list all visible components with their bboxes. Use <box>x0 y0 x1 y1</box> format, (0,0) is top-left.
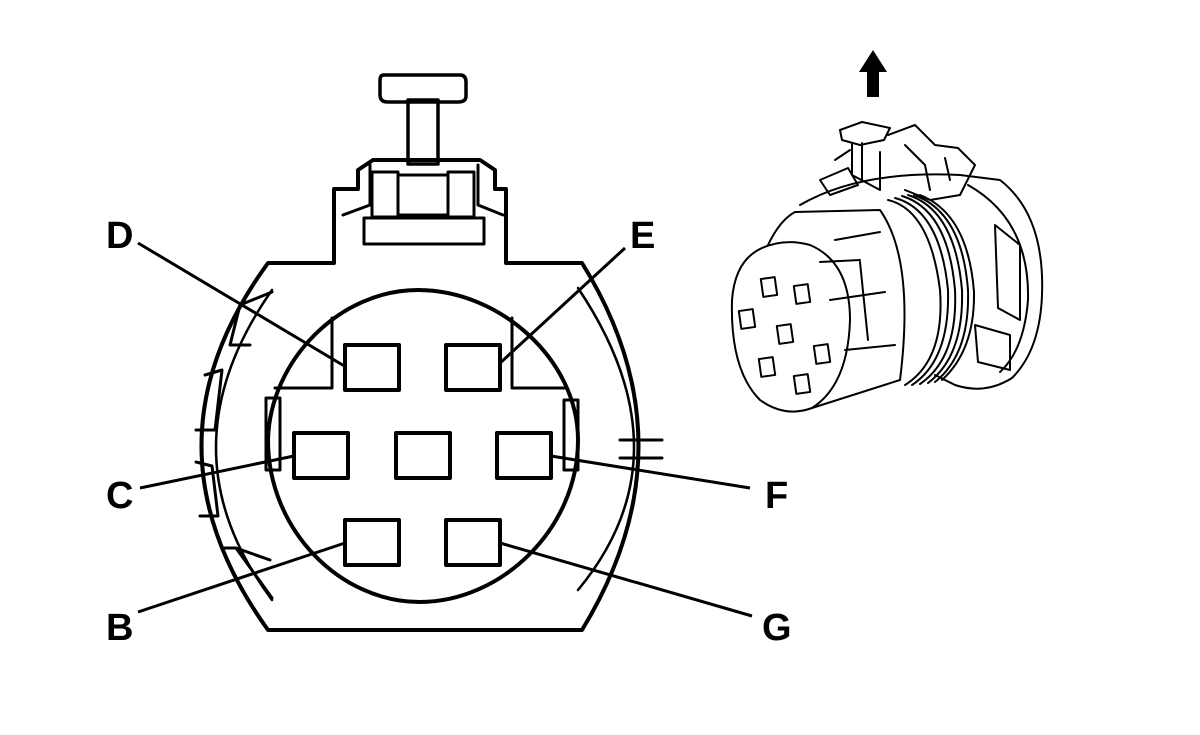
right-notch <box>618 438 664 460</box>
callout-b <box>137 541 346 614</box>
callout-c <box>139 454 295 490</box>
latch-slot-left <box>341 163 372 217</box>
iso-pin-5 <box>812 343 832 365</box>
pin-cavity-c <box>292 431 350 480</box>
callout-e <box>497 246 627 366</box>
iso-latch-cap <box>839 121 891 146</box>
latch-stem <box>406 98 440 166</box>
pin-cavity-b <box>343 518 401 567</box>
pin-cavity-f <box>495 431 553 480</box>
iso-collar-6 <box>919 194 976 381</box>
iso-latch-arm-right <box>887 124 976 201</box>
iso-rear-shell <box>799 173 1044 390</box>
iso-collar-2 <box>894 197 950 386</box>
iso-pin-6 <box>757 356 777 378</box>
latch-slot-right <box>476 163 505 217</box>
callout-g <box>499 541 753 618</box>
up-arrow-icon <box>859 50 887 97</box>
left-notch-3 <box>194 460 220 518</box>
iso-barrel <box>794 209 906 409</box>
iso-mating-face <box>730 241 851 413</box>
pin-label-f: F <box>765 475 788 517</box>
left-notch-4 <box>223 546 274 600</box>
left-notch-2 <box>194 368 224 432</box>
iso-barrel-top <box>767 211 796 246</box>
iso-side-window <box>994 224 1021 321</box>
iso-latch-body <box>851 142 881 191</box>
pin-cavity-e <box>444 343 502 392</box>
connector-iso-view <box>730 121 1044 413</box>
iso-side-tab <box>974 324 1011 371</box>
mating-face <box>266 288 580 604</box>
pin-label-c: C <box>106 475 133 517</box>
pin-labels: D E C F B G <box>106 215 792 649</box>
pin-cavity-g <box>444 518 502 567</box>
inner-key-left <box>264 396 282 472</box>
housing-inner-line <box>576 286 636 592</box>
latch-cavity <box>362 216 486 246</box>
iso-latch-arm-left <box>819 149 859 196</box>
left-notch-1 <box>228 290 274 347</box>
pin-label-d: D <box>106 215 133 257</box>
latch-left-block <box>370 170 400 219</box>
callout-lines <box>137 241 753 618</box>
iso-pin-1 <box>759 276 779 298</box>
pin-label-b: B <box>106 607 133 649</box>
iso-pin-7 <box>792 373 812 395</box>
iso-pin-4 <box>775 323 795 345</box>
iso-collar-3 <box>901 195 957 385</box>
iso-barrel-ribs <box>819 231 896 351</box>
pin-cavity-center <box>394 431 452 480</box>
iso-pin-3 <box>737 308 757 330</box>
callout-f <box>550 454 751 490</box>
iso-rear-shell-inner <box>967 184 1030 373</box>
iso-collar-4 <box>907 194 964 384</box>
latch-cap <box>378 73 468 104</box>
callout-d <box>137 241 347 369</box>
pin-label-g: G <box>762 607 792 649</box>
pin-cavity-d <box>343 343 401 392</box>
connector-front-view <box>194 73 664 632</box>
housing-outline <box>199 158 641 632</box>
inner-key-left-top <box>273 316 334 390</box>
latch-center <box>396 173 450 217</box>
iso-collar-5 <box>913 194 970 383</box>
iso-pin-2 <box>792 283 812 305</box>
iso-latch-detail <box>904 144 951 191</box>
inner-key-right-top <box>510 316 567 390</box>
iso-collar-1 <box>887 199 942 386</box>
latch-right-block <box>446 170 476 219</box>
pin-label-e: E <box>630 215 655 257</box>
inner-key-right <box>562 398 580 472</box>
